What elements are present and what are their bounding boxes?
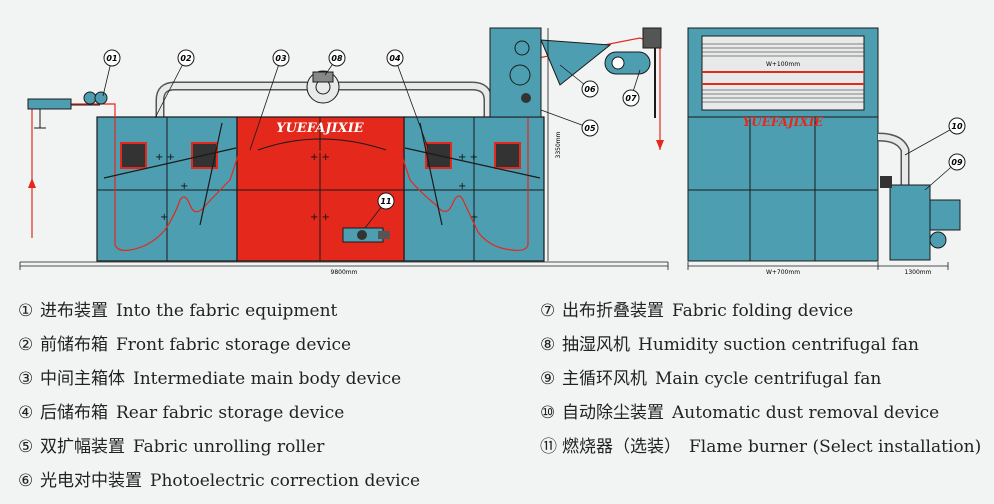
length-dimension: 9800mm — [331, 269, 358, 276]
callout-bubble — [581, 80, 599, 98]
legend-item: ⑩ 自动除尘装置 Automatic dust removal device — [540, 398, 939, 423]
legend-item: ⑥ 光电对中装置 Photoelectric correction device — [18, 466, 420, 491]
legend-english: Flame burner (Select installation) — [689, 437, 982, 457]
side-brand-label: YUEFAJIXIE — [743, 115, 825, 129]
svg-text:+ +: + + — [310, 212, 330, 223]
legend-item: ① 进布装置 Into the fabric equipment — [18, 296, 337, 321]
legend-item: ⑧ 抽湿风机 Humidity suction centrifugal fan — [540, 330, 919, 355]
legend-english: Automatic dust removal device — [672, 403, 940, 423]
legend-english: Into the fabric equipment — [116, 301, 338, 321]
callout-number: 08 — [331, 54, 343, 63]
machine-diagram: + + + + + + + + + + + + — [19, 27, 966, 276]
svg-text:+: + — [160, 212, 168, 223]
legend-number: ⑦ — [540, 301, 556, 321]
legend-item: ② 前储布箱 Front fabric storage device — [18, 330, 351, 355]
callout-number: 03 — [275, 54, 287, 63]
callout-bubble — [177, 49, 195, 67]
svg-text:+: + — [458, 181, 466, 192]
legend-number: ⑩ — [540, 403, 556, 423]
legend-chinese: 出布折叠装置 — [562, 301, 664, 321]
legend-item: ⑨ 主循环风机 Main cycle centrifugal fan — [540, 364, 881, 389]
legend-english: Humidity suction centrifugal fan — [638, 335, 919, 355]
legend-item: ④ 后储布箱 Rear fabric storage device — [18, 398, 344, 423]
legend-chinese: 主循环风机 — [562, 369, 647, 389]
legend-item: ⑦ 出布折叠装置 Fabric folding device — [540, 296, 853, 321]
legend-english: Rear fabric storage device — [116, 403, 345, 423]
callout-bubble — [948, 153, 966, 171]
svg-text:+: + — [180, 181, 188, 192]
callout-number: 02 — [180, 54, 192, 63]
brand-label: YUEFAJIXIE — [276, 121, 364, 136]
callout-number: 06 — [584, 85, 596, 94]
callout-number: 05 — [584, 124, 596, 133]
legend-number: ⑤ — [18, 437, 34, 457]
legend-chinese: 进布装置 — [40, 301, 108, 321]
svg-text:+ +: + + — [458, 152, 478, 163]
legend-number: ⑧ — [540, 335, 556, 355]
callout-number: 07 — [625, 94, 637, 103]
legend-chinese: 前储布箱 — [40, 335, 108, 355]
legend-english: Photoelectric correction device — [150, 471, 421, 491]
legend-chinese: 燃烧器（选装） — [562, 437, 681, 457]
legend-chinese: 抽湿风机 — [562, 335, 630, 355]
legend-english: Intermediate main body device — [133, 369, 402, 389]
humidity-fan — [306, 70, 340, 104]
callout-number: 01 — [106, 54, 117, 63]
legend-number: ⑨ — [540, 369, 556, 389]
fan-width: 1300mm — [905, 269, 932, 276]
legend-english: Main cycle centrifugal fan — [655, 369, 882, 389]
legend-item: ⑤ 双扩幅装置 Fabric unrolling roller — [18, 432, 324, 457]
callout-number: 09 — [951, 158, 963, 167]
legend-english: Fabric unrolling roller — [133, 437, 325, 457]
callouts: 01 02 03 04 05 06 07 08 09 10 11 — [102, 49, 966, 229]
legend-number: ② — [18, 335, 34, 355]
legend-chinese: 光电对中装置 — [40, 471, 142, 491]
svg-text:+ +: + + — [310, 152, 330, 163]
legend-chinese: 中间主箱体 — [40, 369, 125, 389]
legend-chinese: 双扩幅装置 — [40, 437, 125, 457]
legend-chinese: 自动除尘装置 — [562, 403, 664, 423]
side-width-bottom: W+700mm — [766, 269, 800, 276]
legend-english: Fabric folding device — [672, 301, 854, 321]
svg-text:+ +: + + — [155, 152, 175, 163]
side-width-top: W+100mm — [766, 61, 800, 68]
legend-english: Front fabric storage device — [116, 335, 352, 355]
legend-number: ③ — [18, 369, 34, 389]
callout-number: 10 — [951, 122, 963, 131]
side-view — [687, 27, 961, 262]
callout-bubble — [103, 49, 121, 67]
callout-bubble — [377, 192, 395, 210]
inlet-equipment — [27, 91, 108, 129]
fabric-path — [70, 103, 529, 252]
callout-bubble — [328, 49, 346, 67]
callout-bubble — [581, 119, 599, 137]
height-dimension: 3350mm — [555, 131, 562, 158]
legend-number: ⑪ — [540, 437, 557, 457]
callout-bubble — [386, 49, 404, 67]
outlet-tower — [489, 27, 662, 118]
callout-number: 11 — [380, 197, 391, 206]
callout-bubble — [622, 89, 640, 107]
legend-item: ③ 中间主箱体 Intermediate main body device — [18, 364, 401, 389]
legend-number: ④ — [18, 403, 34, 423]
legend-number: ① — [18, 301, 34, 321]
legend-number: ⑥ — [18, 471, 34, 491]
legend-chinese: 后储布箱 — [40, 403, 108, 423]
callout-number: 04 — [389, 54, 401, 63]
callout-bubble — [948, 117, 966, 135]
flame-burner — [342, 227, 390, 243]
svg-text:+: + — [470, 212, 478, 223]
callout-bubble — [272, 49, 290, 67]
